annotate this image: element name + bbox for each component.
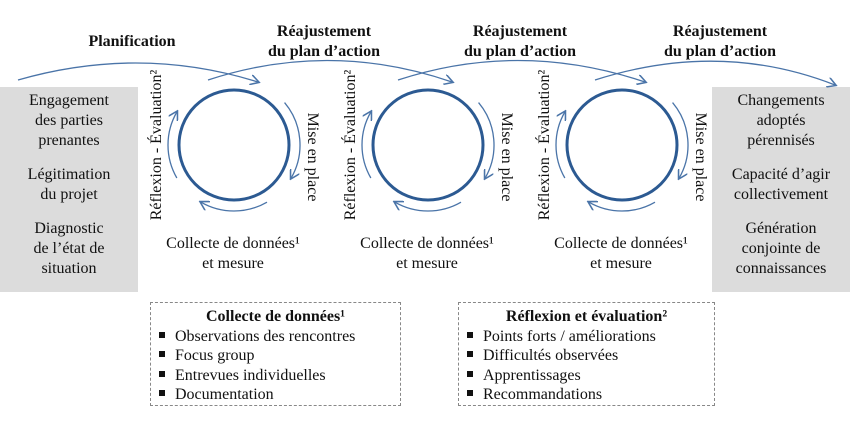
cycle-arrow [555, 112, 565, 179]
reflection-box: Réflexion et évaluation² Points forts / … [458, 302, 715, 406]
label-collecte: Collecte de données¹ [360, 235, 494, 252]
left-text: des parties [35, 112, 103, 129]
heading-plan-action: du plan d’action [664, 43, 776, 60]
label-reflexion: Réflexion - Évaluation² [146, 70, 165, 221]
heading-plan-action: du plan d’action [464, 43, 576, 60]
arc-arrow [17, 62, 258, 82]
right-text: Génération [745, 220, 817, 237]
heading-reajustement: Réajustement [277, 23, 372, 40]
label-collecte: Collecte de données¹ [166, 235, 300, 252]
label-mise-en-place: Mise en place [692, 113, 709, 202]
list-item: Recommandations [467, 385, 714, 405]
left-text: de l’état de [33, 240, 105, 257]
list-item: Focus group [159, 346, 400, 366]
heading-plan-action: du plan d’action [268, 43, 380, 60]
cycle-arrow [167, 112, 177, 179]
right-text: pérennisés [747, 132, 815, 149]
cycle-diagram: Planification Réajustement du plan d’acti… [17, 23, 850, 272]
arc-arrow [207, 59, 452, 82]
cycle-arrow [284, 102, 301, 178]
label-reflexion: Réflexion - Évaluation² [534, 70, 553, 221]
right-text: Capacité d’agir [731, 166, 831, 183]
cycle-arrow [672, 102, 689, 178]
heading-reajustement: Réajustement [473, 23, 568, 40]
list-item: Points forts / améliorations [467, 327, 714, 347]
action-cycle: Réflexion - Évaluation² Mise en placeColl… [534, 70, 709, 272]
list-item: Entrevues individuelles [159, 366, 400, 386]
label-mesure: et mesure [396, 255, 458, 272]
cycle-arrow [478, 102, 495, 178]
heading-reajustement: Réajustement [673, 23, 768, 40]
label-mesure: et mesure [202, 255, 264, 272]
label-mise-en-place: Mise en place [304, 113, 321, 202]
left-text: prenantes [38, 132, 100, 149]
left-text: Légitimation [27, 166, 111, 183]
left-text: Engagement [29, 92, 109, 109]
arc-arrow [594, 60, 835, 85]
action-cycle: Réflexion - Évaluation² Mise en placeColl… [146, 70, 321, 272]
cycle-circle [177, 88, 291, 202]
list-item: Observations des rencontres [159, 327, 400, 347]
list-item: Documentation [159, 385, 400, 405]
right-text: conjointe de [741, 240, 821, 257]
cycle-arrow [395, 202, 462, 212]
right-text: connaissances [735, 260, 827, 277]
left-text: situation [41, 260, 97, 277]
list-item: Apprentissages [467, 366, 714, 386]
cycle-arrow [201, 202, 268, 212]
label-mise-en-place: Mise en place [498, 113, 515, 202]
initial-outcomes-box: Engagement des parties prenantes Légitimat… [0, 87, 138, 292]
cycle-circle [371, 88, 485, 202]
box-title: Réflexion et évaluation² [505, 308, 668, 325]
cycle-arrow [589, 202, 656, 212]
right-text: Changements [737, 92, 825, 109]
heading-planification: Planification [88, 33, 175, 50]
right-text: collectivement [733, 186, 829, 203]
label-mesure: et mesure [590, 255, 652, 272]
cycle-arrow [361, 112, 371, 179]
final-outcomes-box: Changements adoptés pérennisés Capacité d’… [712, 87, 850, 292]
action-cycle: Réflexion - Évaluation² Mise en placeColl… [340, 70, 515, 272]
label-reflexion: Réflexion - Évaluation² [340, 70, 359, 221]
right-text: adoptés [756, 112, 806, 129]
arc-arrow [397, 59, 645, 82]
label-collecte: Collecte de données¹ [554, 235, 688, 252]
left-text: du projet [40, 186, 98, 203]
box-title: Collecte de données¹ [206, 308, 345, 325]
left-text: Diagnostic [34, 220, 104, 237]
data-collection-box: Collecte de données¹ Observations des re… [150, 302, 401, 406]
list-item: Difficultés observées [467, 346, 714, 366]
cycle-circle [565, 88, 679, 202]
